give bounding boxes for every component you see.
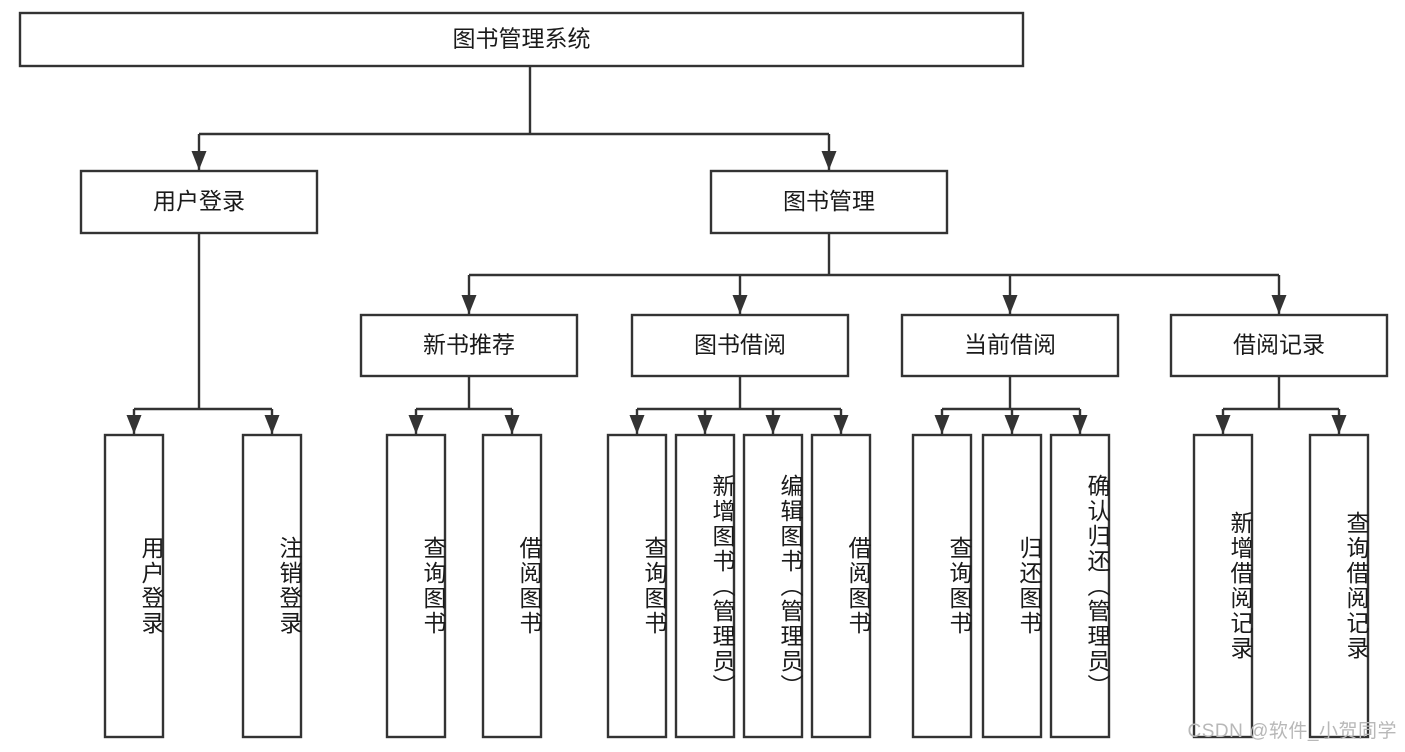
leaf-node-box-10[interactable]: [1049, 433, 1111, 739]
level2-node-box-0[interactable]: [79, 169, 319, 235]
leaf-node-box-0[interactable]: [103, 433, 165, 739]
arrow-head-icon-login-1: [264, 415, 280, 434]
arrow-head-icon-g1-1: [697, 415, 713, 434]
leaf-node-box-8[interactable]: [911, 433, 973, 739]
leaf-node-box-7[interactable]: [810, 433, 872, 739]
arrow-head-icon-g2-2: [1072, 415, 1088, 434]
leaf-node-box-1[interactable]: [241, 433, 303, 739]
arrow-head-icon-g0-0: [408, 415, 424, 434]
arrow-head-icon-g2-1: [1004, 415, 1020, 434]
arrow-head-icon-g2-0: [934, 415, 950, 434]
arrow-head-icon-l3-3: [1271, 295, 1287, 314]
watermark-text: CSDN @软件_小贺同学: [1187, 721, 1397, 742]
leaf-node-box-12[interactable]: [1308, 433, 1370, 739]
leaf-node-box-3[interactable]: [481, 433, 543, 739]
arrow-head-icon-g1-3: [833, 415, 849, 434]
level3-node-label-1: 图书借阅: [694, 332, 786, 358]
arrow-head-icon-g1-0: [629, 415, 645, 434]
root-node-box[interactable]: [18, 11, 1025, 68]
arrow-head-icon-g3-1: [1331, 415, 1347, 434]
arrow-head-icon-g0-1: [504, 415, 520, 434]
leaf-node-box-5[interactable]: [674, 433, 736, 739]
level3-node-label-2: 当前借阅: [964, 332, 1056, 358]
level3-node-label-3: 借阅记录: [1233, 332, 1325, 358]
arrow-head-icon-login-0: [126, 415, 142, 434]
arrow-head-icon-l2-1: [821, 151, 837, 170]
leaf-node-box-4[interactable]: [606, 433, 668, 739]
arrow-head-icon-g3-0: [1215, 415, 1231, 434]
arrow-head-icon-l3-1: [732, 295, 748, 314]
leaf-node-box-6[interactable]: [742, 433, 804, 739]
level3-node-box-2[interactable]: [900, 313, 1120, 378]
level3-node-label-0: 新书推荐: [423, 332, 515, 358]
level2-node-label-0: 用户登录: [153, 188, 245, 214]
arrow-head-icon-g1-2: [765, 415, 781, 434]
arrow-head-icon-l3-2: [1002, 295, 1018, 314]
arrow-head-icon-l3-0: [461, 295, 477, 314]
arrow-head-icon-l2-0: [191, 151, 207, 170]
root-node-label: 图书管理系统: [453, 26, 591, 52]
level2-node-label-1: 图书管理: [783, 188, 875, 214]
leaf-node-box-9[interactable]: [981, 433, 1043, 739]
level3-node-box-0[interactable]: [359, 313, 579, 378]
leaf-node-box-2[interactable]: [385, 433, 447, 739]
leaf-node-box-11[interactable]: [1192, 433, 1254, 739]
